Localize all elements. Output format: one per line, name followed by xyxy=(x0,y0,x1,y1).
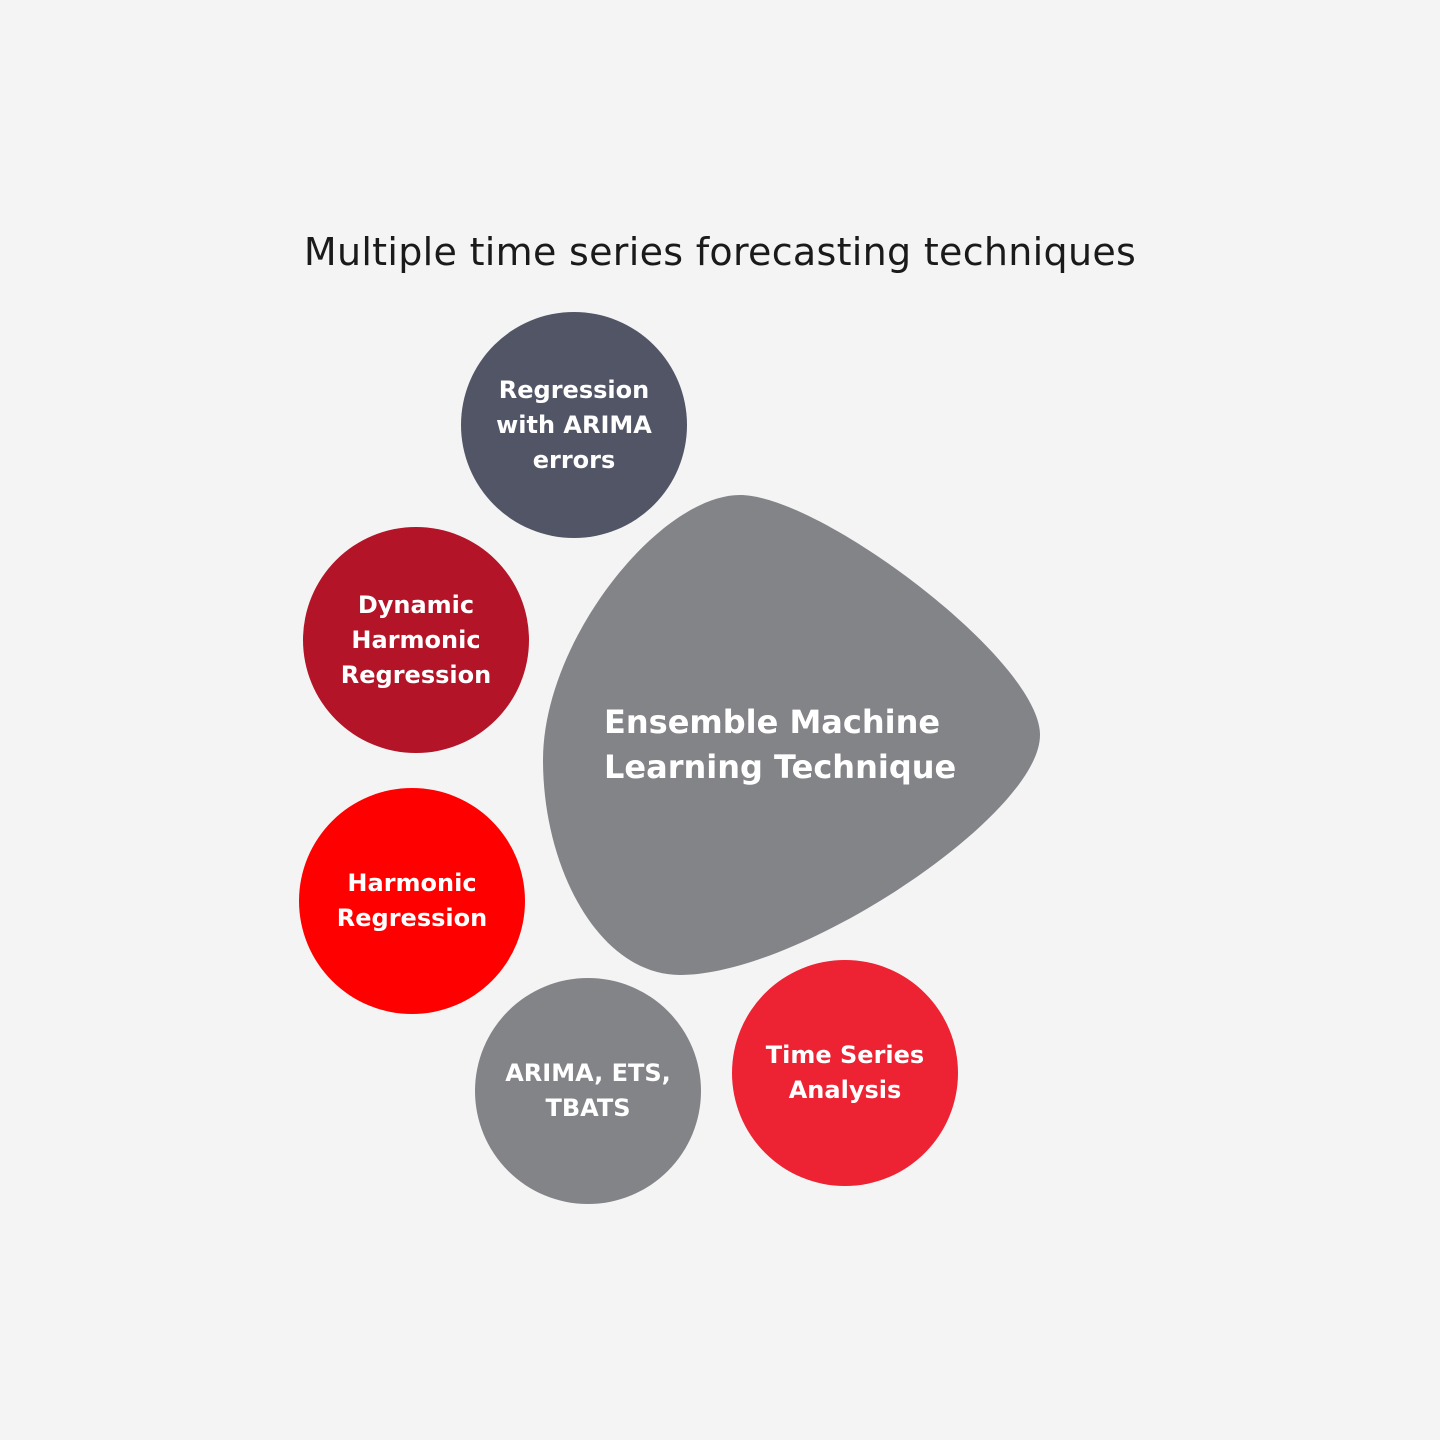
node-label: ARIMA, ETS, TBATS xyxy=(505,1059,671,1122)
node-time-series-analysis: Time Series Analysis xyxy=(732,960,958,1186)
node-dynamic-harmonic-regression: Dynamic Harmonic Regression xyxy=(303,527,529,753)
node-label: Time Series Analysis xyxy=(765,1041,925,1104)
ensemble-label: Ensemble Machine Learning Technique xyxy=(604,703,957,786)
node-harmonic-regression: Harmonic Regression xyxy=(299,788,525,1014)
node-label: Harmonic Regression xyxy=(336,869,488,932)
node-arima-ets-tbats: ARIMA, ETS, TBATS xyxy=(475,978,701,1204)
node-label: Regression with ARIMA errors xyxy=(496,375,652,474)
node-label: Dynamic Harmonic Regression xyxy=(340,590,492,689)
diagram-title: Multiple time series forecasting techniq… xyxy=(303,230,1137,274)
node-regression-arima-errors: Regression with ARIMA errors xyxy=(461,312,687,538)
ensemble-blob xyxy=(543,495,1040,975)
